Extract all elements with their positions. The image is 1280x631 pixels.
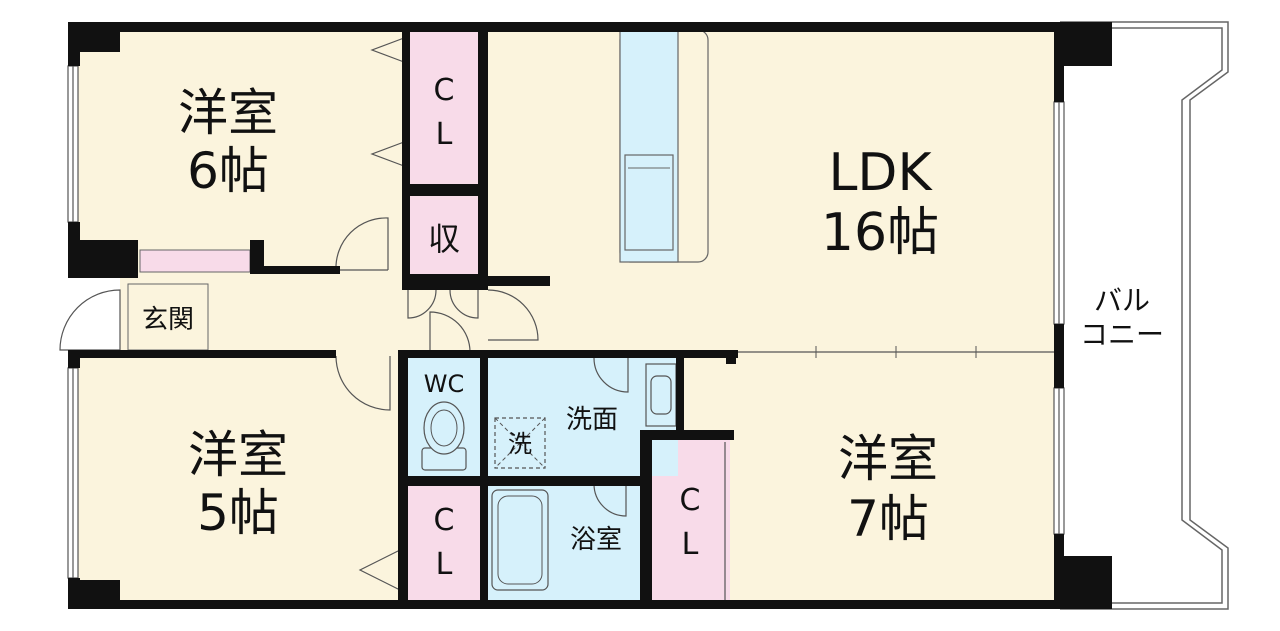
western-room-6-floor <box>74 28 406 270</box>
room-label: 洋室 <box>188 426 288 484</box>
entrance-door-swing <box>59 289 121 351</box>
storage-label: 収 <box>428 220 460 258</box>
entrance-floor <box>127 283 209 351</box>
storage-door-swing <box>407 289 437 319</box>
wc-label: WC <box>424 370 465 398</box>
fixtures <box>358 37 1056 600</box>
kitchen-counter <box>619 29 709 263</box>
entrance-label: 玄関 <box>142 305 194 335</box>
balcony-label: コニー <box>1080 318 1164 351</box>
washroom-label: 洗面 <box>566 405 618 435</box>
room-label: 洋室 <box>178 84 278 142</box>
closet-door-mark <box>370 141 405 167</box>
balcony <box>1060 21 1229 610</box>
storage-floor <box>406 196 484 276</box>
room6-door-swing <box>335 217 389 271</box>
ldk-floor <box>486 28 1056 354</box>
floor-fills <box>74 28 1056 602</box>
western-room-5-floor <box>74 354 406 602</box>
toilet-icon <box>421 401 467 471</box>
closet-label: C <box>680 483 701 518</box>
room-label: LDK <box>828 143 933 203</box>
labels: 洋室 6帖 洋室 5帖 洋室 7帖 LDK 16帖 玄関 収 WC 洗面 洗 浴… <box>142 73 1164 582</box>
washing-machine-icon <box>494 417 546 469</box>
closet-label: L <box>436 117 453 152</box>
bathtub-icon <box>491 489 549 591</box>
closet-bottom-left-floor <box>406 486 484 602</box>
room-size: 7帖 <box>847 490 929 548</box>
room-size: 16帖 <box>821 203 939 263</box>
shoe-shelf <box>139 249 251 273</box>
room-label: 洋室 <box>838 430 938 488</box>
western-room-7-floor <box>682 354 1056 602</box>
wc-door-swing <box>429 311 471 353</box>
room5-door-swing <box>335 355 391 411</box>
bath-door-swing <box>593 483 627 517</box>
closet-door-mark <box>370 37 405 63</box>
closet-label: C <box>434 503 455 538</box>
storage-door-swing-2 <box>449 289 479 319</box>
ldk-door-swing <box>487 289 539 341</box>
closet-top-floor <box>406 30 484 184</box>
wash-basin-icon <box>645 363 677 427</box>
room-size: 5帖 <box>197 484 279 542</box>
closet-label: C <box>434 73 455 108</box>
bath-label: 浴室 <box>570 525 622 555</box>
room-size: 6帖 <box>187 142 269 200</box>
washroom-door-swing <box>593 357 629 393</box>
balcony-label: バル <box>1094 284 1150 317</box>
closet-label: L <box>436 547 453 582</box>
washer-label: 洗 <box>508 430 532 458</box>
closet-door-mark <box>358 547 405 593</box>
door-swings <box>59 217 629 517</box>
closet-label: L <box>682 527 699 562</box>
walls <box>68 22 1112 609</box>
